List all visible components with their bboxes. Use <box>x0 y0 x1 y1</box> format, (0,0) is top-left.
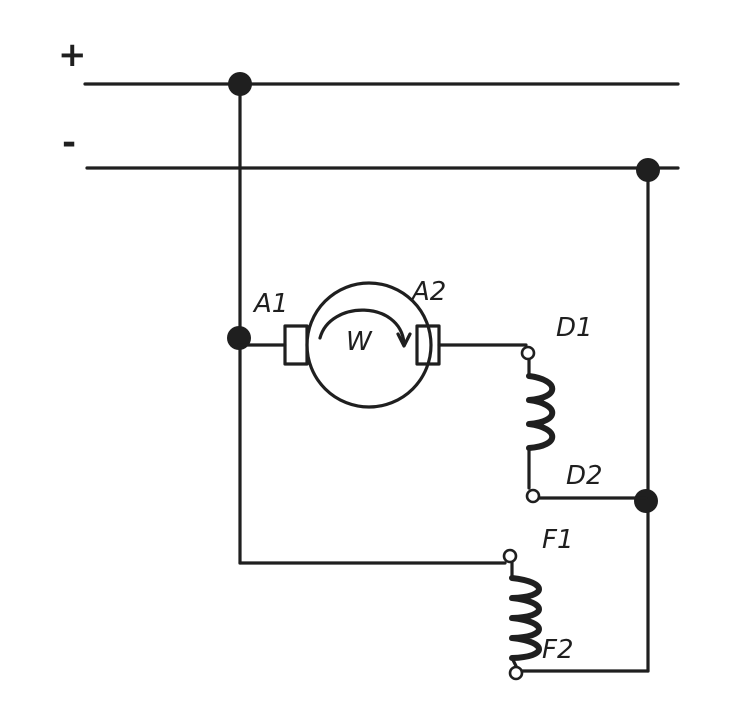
series-winding-coil <box>526 373 555 451</box>
positive-sign: + <box>58 35 87 75</box>
label-a1: A1 <box>252 289 288 319</box>
label-a2: A2 <box>410 277 446 307</box>
shunt-winding-coil <box>509 575 542 661</box>
brush-a1 <box>283 324 309 366</box>
rotation-arrow-head <box>396 332 412 348</box>
terminal-d1 <box>520 345 536 361</box>
label-f2: F2 <box>542 635 574 665</box>
terminal-d2 <box>525 488 541 504</box>
label-d2: D2 <box>566 461 603 491</box>
motor-symbol: W <box>346 327 373 357</box>
label-d1: D1 <box>556 313 593 343</box>
terminal-f1 <box>502 548 518 564</box>
positive-junction-node <box>228 72 252 96</box>
negative-sign: - <box>62 123 76 163</box>
label-f1: F1 <box>542 525 574 555</box>
armature-circle <box>305 281 433 409</box>
negative-junction-node <box>636 158 660 182</box>
rotation-arrow-arc <box>318 308 406 345</box>
return-junction-node <box>634 489 658 513</box>
f2-lead <box>510 656 518 668</box>
terminal-f2 <box>508 665 524 681</box>
